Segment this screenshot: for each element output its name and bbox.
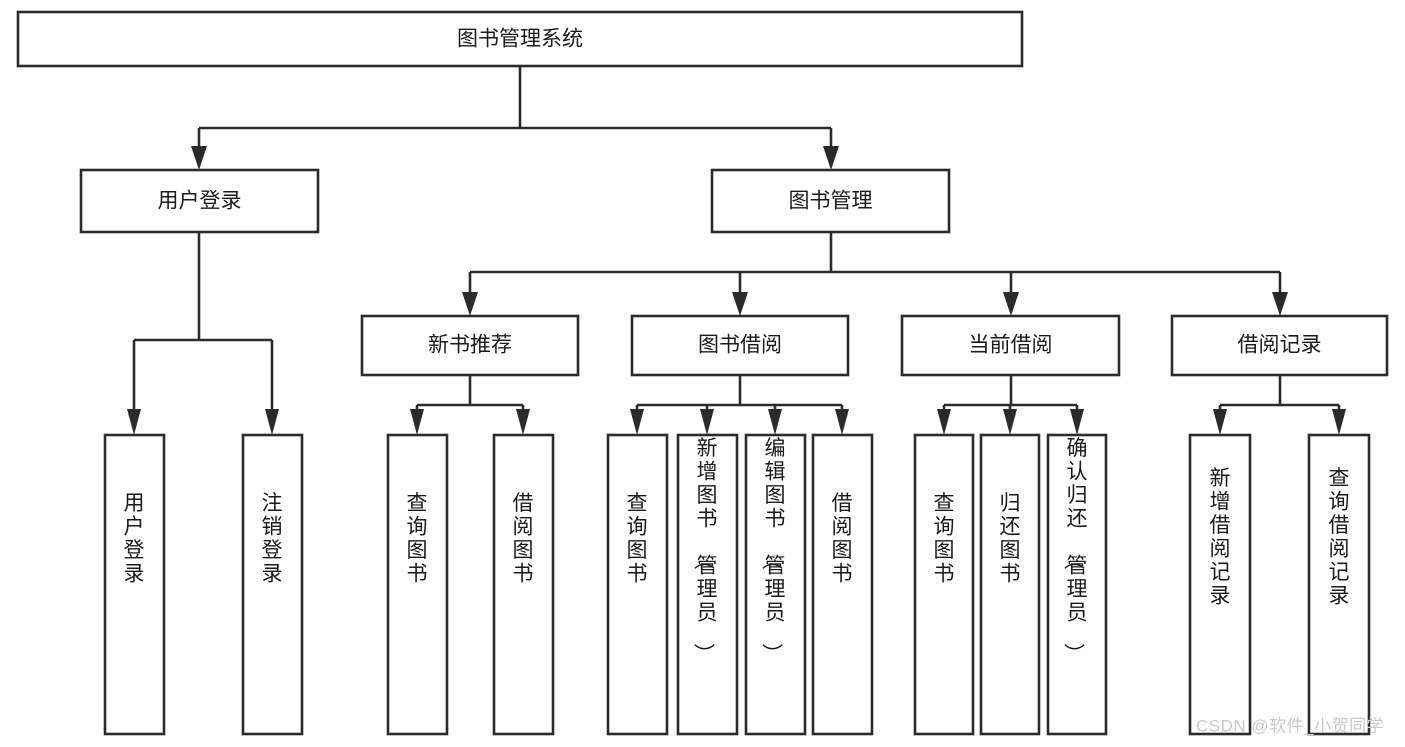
node-book-management-label: 图书管理	[789, 190, 873, 213]
leaf-confirm-return-admin-box[interactable]	[1046, 433, 1108, 736]
leaf-query-book-borrow-box[interactable]	[606, 433, 669, 736]
arrow-head-leaf-query-borrow-record	[1332, 409, 1346, 435]
leaf-add-borrow-record-label: 新增借阅记录	[1210, 467, 1231, 608]
arrow-head-new-book-recommend	[462, 292, 478, 316]
csdn-watermark: CSDN @软件_小贺同学	[1196, 716, 1384, 735]
node-root-box[interactable]	[16, 10, 1024, 68]
leaf-edit-book-admin-label: 编辑图书（管理员）	[760, 437, 786, 664]
leaf-add-book-admin-box[interactable]	[676, 433, 739, 736]
node-borrowing-record-label: 借阅记录	[1238, 334, 1322, 357]
arrow-head-book-borrow	[732, 292, 748, 316]
arrow-head-leaf-query-book-1	[410, 409, 424, 435]
leaf-node-query-book-newbook[interactable]: 查询图书	[386, 433, 449, 736]
node-book-borrowing[interactable]: 图书借阅	[630, 314, 850, 377]
leaf-query-book-current-box[interactable]	[913, 433, 975, 736]
leaf-edit-book-admin-box[interactable]	[744, 433, 807, 736]
leaf-node-edit-book-admin[interactable]: 编辑图书（管理员）	[744, 433, 807, 736]
leaf-borrow-book-newbook-box[interactable]	[492, 433, 555, 736]
arrow-head-user-login	[191, 146, 207, 170]
node-user-login-box[interactable]	[79, 168, 320, 234]
leaf-borrow-book-borrow-box[interactable]	[811, 433, 874, 736]
leaf-query-book-newbook-box[interactable]	[386, 433, 449, 736]
arrow-head-leaf-add-borrow-record	[1213, 409, 1227, 435]
arrow-head-borrow-record	[1272, 292, 1288, 316]
arrow-head-leaf-logout-login	[265, 409, 279, 435]
arrow-head-leaf-query-book-2	[630, 409, 644, 435]
node-user-login[interactable]: 用户登录	[79, 168, 320, 234]
leaf-borrow-book-newbook-label: 借阅图书	[513, 492, 534, 586]
node-new-book-recommendation-label: 新书推荐	[428, 334, 512, 357]
leaf-user-login-label: 用户登录	[124, 492, 145, 586]
leaf-logout-login-label: 注销登录	[262, 492, 283, 586]
node-borrowing-record[interactable]: 借阅记录	[1170, 314, 1389, 377]
leaf-node-user-login[interactable]: 用户登录	[103, 433, 166, 736]
node-root-book-management-system[interactable]: 图书管理系统	[16, 10, 1024, 68]
leaf-confirm-return-admin-label: 确认归还（管理员）	[1062, 437, 1088, 664]
leaf-node-query-book-current[interactable]: 查询图书	[913, 433, 975, 736]
connector-layer	[127, 66, 1346, 435]
node-user-login-label: 用户登录	[158, 190, 242, 213]
leaf-user-login-box[interactable]	[103, 433, 166, 736]
arrow-head-leaf-return-book	[1003, 409, 1017, 435]
leaf-add-book-admin-label: 新增图书（管理员）	[692, 437, 718, 664]
node-book-management[interactable]: 图书管理	[710, 168, 951, 234]
leaf-node-logout-login[interactable]: 注销登录	[241, 433, 304, 736]
node-borrowing-record-box[interactable]	[1170, 314, 1389, 377]
arrow-head-leaf-edit-book	[768, 409, 782, 435]
node-new-book-recommendation-box[interactable]	[360, 314, 580, 377]
leaf-node-return-book[interactable]: 归还图书	[979, 433, 1041, 736]
leaf-node-query-borrow-record[interactable]: 查询借阅记录	[1307, 433, 1371, 736]
leaf-query-borrow-record-label: 查询借阅记录	[1329, 467, 1350, 608]
leaf-node-add-borrow-record[interactable]: 新增借阅记录	[1188, 433, 1252, 736]
arrow-head-leaf-confirm-return	[1070, 409, 1084, 435]
leaf-return-book-box[interactable]	[979, 433, 1041, 736]
leaf-node-query-book-borrow[interactable]: 查询图书	[606, 433, 669, 736]
node-book-borrowing-box[interactable]	[630, 314, 850, 377]
leaf-node-borrow-book-borrow[interactable]: 借阅图书	[811, 433, 874, 736]
leaf-node-borrow-book-newbook[interactable]: 借阅图书	[492, 433, 555, 736]
leaf-query-book-borrow-label: 查询图书	[627, 492, 648, 586]
leaf-query-book-current-label: 查询图书	[934, 492, 955, 586]
leaf-node-confirm-return-admin[interactable]: 确认归还（管理员）	[1046, 433, 1108, 736]
node-current-borrowing[interactable]: 当前借阅	[900, 314, 1121, 377]
arrow-head-leaf-query-book-3	[937, 409, 951, 435]
arrow-head-book-manage	[823, 146, 839, 170]
arrow-head-leaf-add-book	[700, 409, 714, 435]
arrow-head-current-borrow	[1003, 292, 1019, 316]
leaf-add-borrow-record-box[interactable]	[1188, 433, 1252, 736]
leaf-return-book-label: 归还图书	[1000, 492, 1021, 586]
node-current-borrowing-label: 当前借阅	[969, 334, 1053, 357]
leaf-logout-login-box[interactable]	[241, 433, 304, 736]
arrow-head-leaf-borrow-book-1	[516, 409, 530, 435]
node-new-book-recommendation[interactable]: 新书推荐	[360, 314, 580, 377]
node-current-borrowing-box[interactable]	[900, 314, 1121, 377]
node-root-label: 图书管理系统	[457, 28, 583, 51]
node-book-management-box[interactable]	[710, 168, 951, 234]
leaf-query-book-newbook-label: 查询图书	[407, 492, 428, 586]
node-book-borrowing-label: 图书借阅	[698, 334, 782, 357]
arrow-head-leaf-user-login	[127, 409, 141, 435]
leaf-query-borrow-record-box[interactable]	[1307, 433, 1371, 736]
leaf-node-add-book-admin[interactable]: 新增图书（管理员）	[676, 433, 739, 736]
arrow-head-leaf-borrow-book-2	[835, 409, 849, 435]
leaf-borrow-book-borrow-label: 借阅图书	[832, 492, 853, 586]
